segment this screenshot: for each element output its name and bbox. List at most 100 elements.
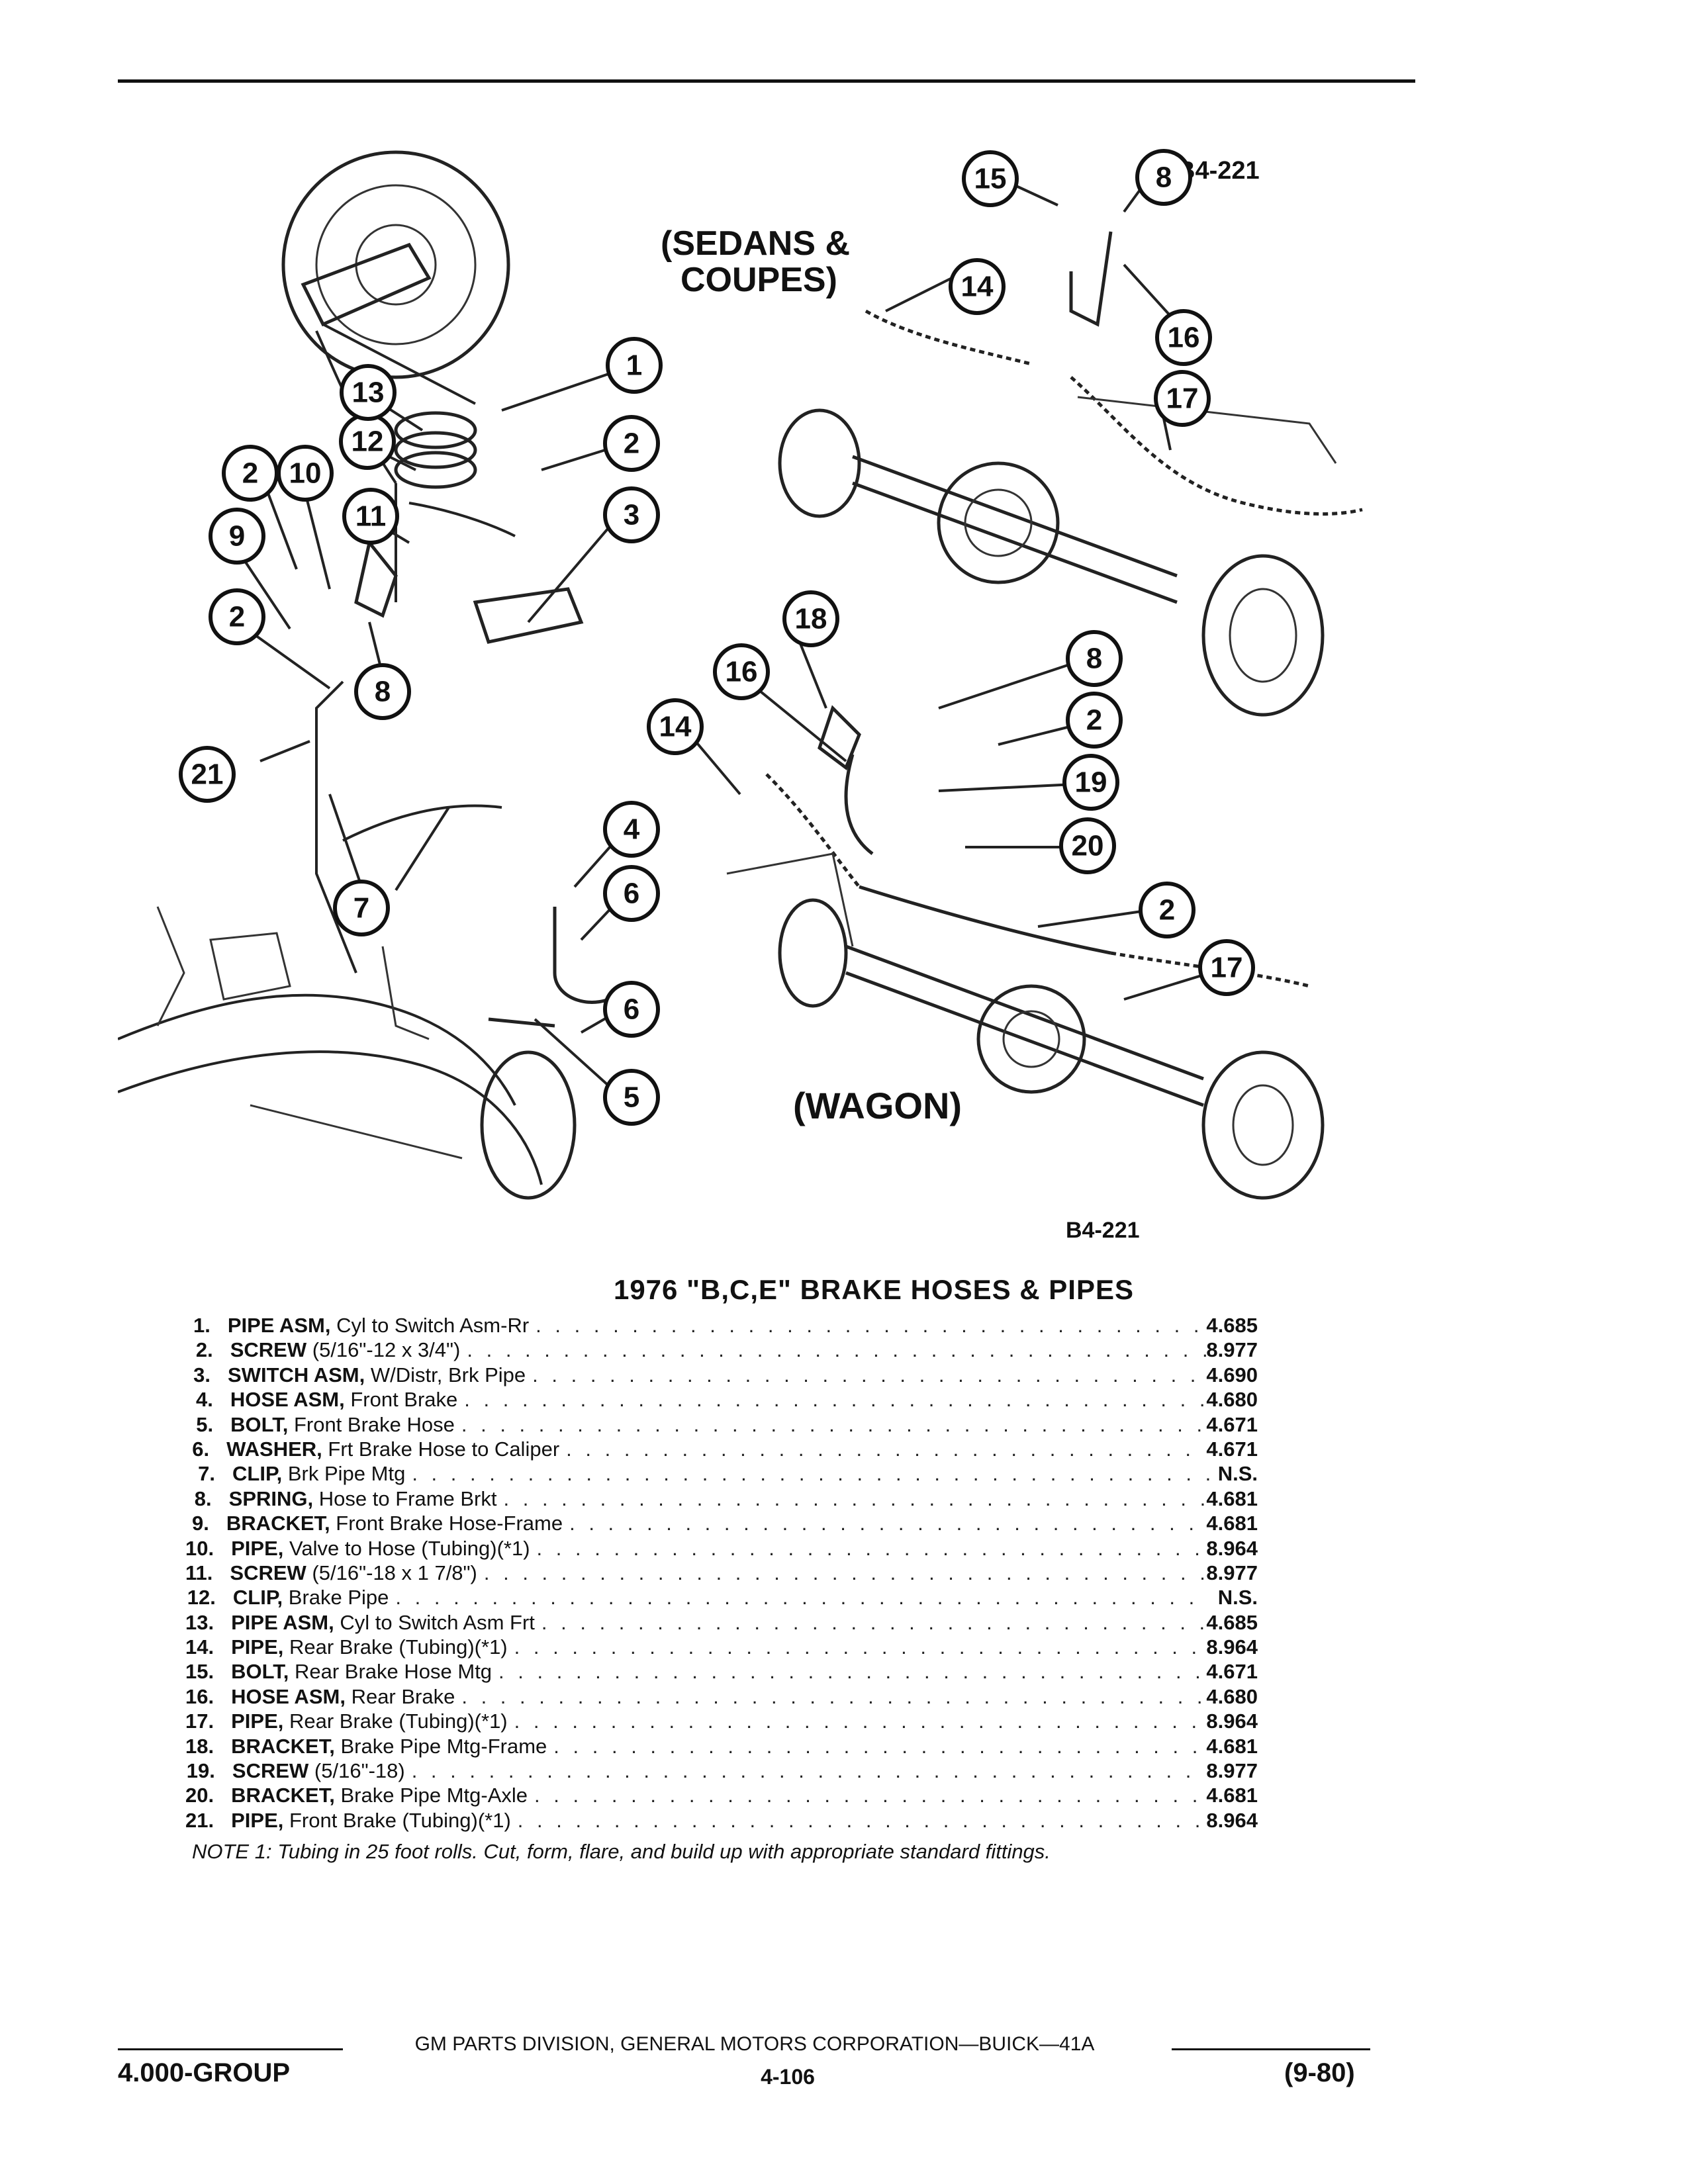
part-name: SCREW	[230, 1561, 306, 1584]
part-detail: Valve to Hose (Tubing)(*1)	[289, 1536, 530, 1560]
parts-row: 19. SCREW (5/16"-18) 8.977	[185, 1759, 1258, 1784]
parts-row: 4.HOSE ASM, Front Brake4.680	[185, 1388, 1258, 1412]
group-number: 4.681	[1206, 1486, 1258, 1510]
part-name: PIPE,	[231, 1709, 284, 1733]
part-number: 7.	[198, 1462, 216, 1486]
wagon-label: (WAGON)	[793, 1085, 962, 1126]
part-detail: Front Brake Hose	[293, 1412, 455, 1436]
dot-leader	[508, 1635, 1207, 1659]
svg-text:20: 20	[1072, 830, 1104, 862]
callout-11: 11	[342, 488, 399, 545]
part-name: PIPE,	[231, 1808, 284, 1832]
group-number: 4.685	[1206, 1314, 1258, 1337]
part-name: SPRING,	[228, 1486, 314, 1510]
part-number: 18.	[185, 1734, 214, 1758]
callout-19: 19	[1062, 754, 1119, 811]
part-number: 21.	[185, 1808, 214, 1832]
svg-text:8: 8	[1086, 643, 1102, 675]
callout-17: 17	[1154, 370, 1211, 427]
coupes-label: COUPES)	[680, 261, 837, 299]
wagon-rear-axle-illustration: (WAGON)	[726, 705, 1325, 1200]
svg-text:11: 11	[355, 500, 387, 533]
callout-5: 5	[603, 1069, 660, 1126]
callout-17: 17	[1198, 939, 1255, 996]
part-number: 3.	[193, 1363, 211, 1387]
group-number: 8.977	[1206, 1759, 1258, 1783]
svg-text:6: 6	[624, 993, 639, 1026]
group-number: 4.680	[1206, 1684, 1258, 1708]
part-description: PIPE, Valve to Hose (Tubing)(*1)	[231, 1537, 530, 1561]
dot-leader	[535, 1611, 1207, 1635]
part-description: BOLT, Front Brake Hose	[230, 1413, 455, 1437]
part-description: SWITCH ASM, W/Distr, Brk Pipe	[228, 1363, 526, 1387]
parts-row: 13.PIPE ASM, Cyl to Switch Asm Frt4.685	[185, 1611, 1258, 1635]
part-description: PIPE, Front Brake (Tubing)(*1)	[231, 1809, 511, 1833]
svg-text:13: 13	[352, 377, 385, 409]
group-number: 4.681	[1206, 1784, 1258, 1807]
callout-2: 2	[603, 415, 660, 472]
parts-row: 1.PIPE ASM, Cyl to Switch Asm-Rr4.685	[185, 1314, 1258, 1338]
dot-leader	[530, 1537, 1207, 1561]
svg-text:17: 17	[1211, 952, 1243, 984]
part-name: BRACKET,	[231, 1784, 335, 1807]
dot-leader	[405, 1759, 1207, 1783]
leader-lines	[236, 174, 1211, 1093]
dot-leader	[477, 1561, 1207, 1585]
svg-text:19: 19	[1075, 766, 1107, 799]
callout-21: 21	[179, 746, 236, 803]
parts-row: 3. SWITCH ASM, W/Distr, Brk Pipe 4.690	[185, 1363, 1258, 1388]
svg-text:17: 17	[1166, 383, 1199, 415]
group-number: N.S.	[1217, 1462, 1258, 1486]
part-detail: (5/16"-18 x 1 7/8")	[312, 1561, 477, 1584]
parts-row: 5.BOLT, Front Brake Hose4.671	[185, 1413, 1258, 1437]
part-number: 19.	[186, 1759, 215, 1783]
parts-row: 15.BOLT, Rear Brake Hose Mtg4.671	[185, 1660, 1258, 1684]
callout-2: 2	[222, 445, 279, 502]
dot-leader	[457, 1388, 1206, 1412]
part-number: 20.	[185, 1784, 214, 1807]
part-description: SCREW (5/16"-18)	[232, 1759, 405, 1783]
part-detail: Brake Pipe	[288, 1586, 389, 1610]
part-name: BRACKET,	[226, 1512, 330, 1535]
parts-row: 21.PIPE, Front Brake (Tubing)(*1)8.964	[185, 1809, 1258, 1833]
parts-row: 18.BRACKET, Brake Pipe Mtg-Frame4.681	[185, 1735, 1258, 1759]
svg-text:21: 21	[191, 758, 224, 791]
svg-text:2: 2	[1159, 894, 1175, 927]
group-number: 4.690	[1206, 1363, 1258, 1387]
callout-10: 10	[277, 445, 334, 502]
svg-text:16: 16	[726, 656, 758, 688]
group-number: 4.671	[1206, 1437, 1258, 1461]
part-name: BOLT,	[231, 1660, 289, 1684]
parts-list: 1.PIPE ASM, Cyl to Switch Asm-Rr4.6852.S…	[185, 1314, 1258, 1833]
svg-text:9: 9	[229, 520, 245, 553]
callout-8: 8	[1135, 149, 1192, 206]
group-number: 4.681	[1206, 1734, 1258, 1758]
callout-16: 16	[1155, 309, 1212, 366]
callouts: 1 2 3 2 10 9 11 12 13 2 8 21 7 4 6 6 5 1…	[179, 149, 1255, 1126]
part-number: 4.	[196, 1388, 213, 1412]
dot-leader	[563, 1512, 1206, 1535]
parts-row: 11.SCREW (5/16"-18 x 1 7/8")8.977	[185, 1561, 1258, 1586]
dot-leader	[460, 1338, 1206, 1362]
part-name: SCREW	[232, 1759, 309, 1783]
part-detail: W/Distr, Brk Pipe	[370, 1363, 526, 1387]
svg-text:8: 8	[1156, 161, 1172, 194]
part-description: PIPE ASM, Cyl to Switch Asm Frt	[231, 1611, 535, 1635]
group-number: 4.685	[1206, 1610, 1258, 1634]
part-name: HOSE ASM,	[231, 1684, 346, 1708]
callout-8: 8	[1066, 630, 1123, 687]
part-number: 10.	[185, 1536, 214, 1560]
svg-text:7: 7	[353, 892, 369, 925]
svg-text:14: 14	[961, 271, 994, 303]
part-description: BRACKET, Brake Pipe Mtg-Axle	[231, 1784, 528, 1807]
part-detail: (5/16"-18)	[314, 1759, 405, 1783]
group-number: 8.977	[1206, 1338, 1258, 1362]
parts-row: 6.WASHER, Frt Brake Hose to Caliper4.671	[185, 1437, 1258, 1462]
callout-8: 8	[354, 663, 411, 720]
part-name: HOSE ASM,	[230, 1388, 345, 1412]
svg-text:2: 2	[1086, 704, 1102, 737]
dot-leader	[559, 1437, 1206, 1461]
sedans-label: (SEDANS &	[661, 224, 850, 263]
part-description: BOLT, Rear Brake Hose Mtg	[231, 1660, 492, 1684]
group-number: 4.681	[1206, 1512, 1258, 1535]
